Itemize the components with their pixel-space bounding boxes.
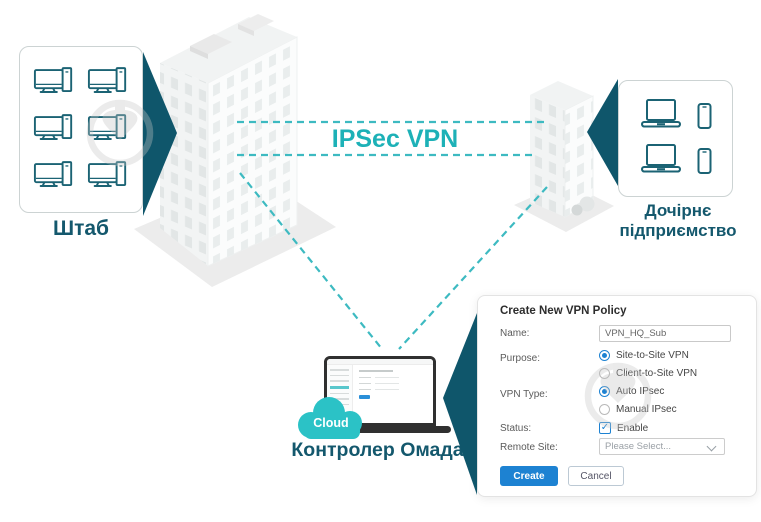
desktop-computer-icon: [33, 159, 75, 192]
radio-label: Manual IPsec: [616, 404, 677, 415]
bush: [579, 196, 595, 212]
purpose-label: Purpose:: [500, 353, 541, 364]
radio-label: Client-to-Site VPN: [616, 368, 698, 379]
name-input[interactable]: [599, 325, 731, 342]
desktop-computer-icon: [87, 112, 129, 145]
controller-laptop-screen: [324, 356, 436, 426]
subsidiary-devices-panel: [618, 80, 733, 197]
desktop-computer-icon: [87, 159, 129, 192]
cancel-button[interactable]: Cancel: [568, 466, 624, 486]
radio-label: Site-to-Site VPN: [616, 350, 689, 361]
laptop-icon: [638, 98, 684, 130]
subsidiary-label: Дочірнє підприємство: [619, 201, 737, 240]
create-button[interactable]: Create: [500, 466, 558, 486]
bush: [571, 204, 583, 216]
vpn-type-label: VPN Type:: [500, 389, 548, 400]
radio-button-icon[interactable]: [599, 404, 610, 415]
vpn-link-label: IPSec VPN: [331, 125, 459, 153]
controller-screen-sidebar: [327, 365, 353, 423]
branch-building: [514, 81, 614, 232]
radio-button-icon[interactable]: [599, 350, 610, 361]
chevron-down-icon: [706, 441, 717, 452]
radio-label: Auto IPsec: [616, 386, 665, 397]
select-value: Please Select...: [605, 441, 672, 452]
smartphone-icon: [696, 102, 713, 130]
radio-client-to-site[interactable]: Client-to-Site VPN: [599, 368, 697, 379]
desktop-computer-icon: [33, 112, 75, 145]
checkbox-label: Enable: [617, 422, 649, 434]
remote-site-label: Remote Site:: [500, 442, 558, 453]
dialog-title: Create New VPN Policy: [500, 305, 627, 317]
desktop-computer-icon: [33, 65, 75, 98]
hq-label: Штаб: [52, 217, 110, 240]
smartphone-icon: [696, 147, 713, 175]
laptop-icon: [638, 143, 684, 175]
mini-button: [359, 395, 370, 399]
cloud-badge-label: Cloud: [313, 416, 349, 430]
controller-laptop-base: [315, 426, 451, 433]
remote-site-select[interactable]: Please Select...: [599, 438, 725, 455]
checkbox-checked-icon[interactable]: [599, 422, 611, 434]
radio-button-icon[interactable]: [599, 368, 610, 379]
create-vpn-policy-dialog: Create New VPN Policy Name: Purpose: Sit…: [477, 295, 757, 497]
enable-checkbox-row[interactable]: Enable: [599, 422, 648, 434]
controller-screen-content: [353, 365, 433, 423]
radio-auto-ipsec[interactable]: Auto IPsec: [599, 386, 664, 397]
desktop-computer-icon: [87, 65, 129, 98]
controller-screen-topbar: [327, 359, 433, 365]
controller-label: Контролер Омада: [291, 439, 464, 461]
radio-site-to-site[interactable]: Site-to-Site VPN: [599, 350, 689, 361]
name-label: Name:: [500, 328, 530, 339]
radio-manual-ipsec[interactable]: Manual IPsec: [599, 404, 677, 415]
status-label: Status:: [500, 423, 532, 434]
radio-button-icon[interactable]: [599, 386, 610, 397]
hq-devices-panel: [19, 46, 143, 213]
